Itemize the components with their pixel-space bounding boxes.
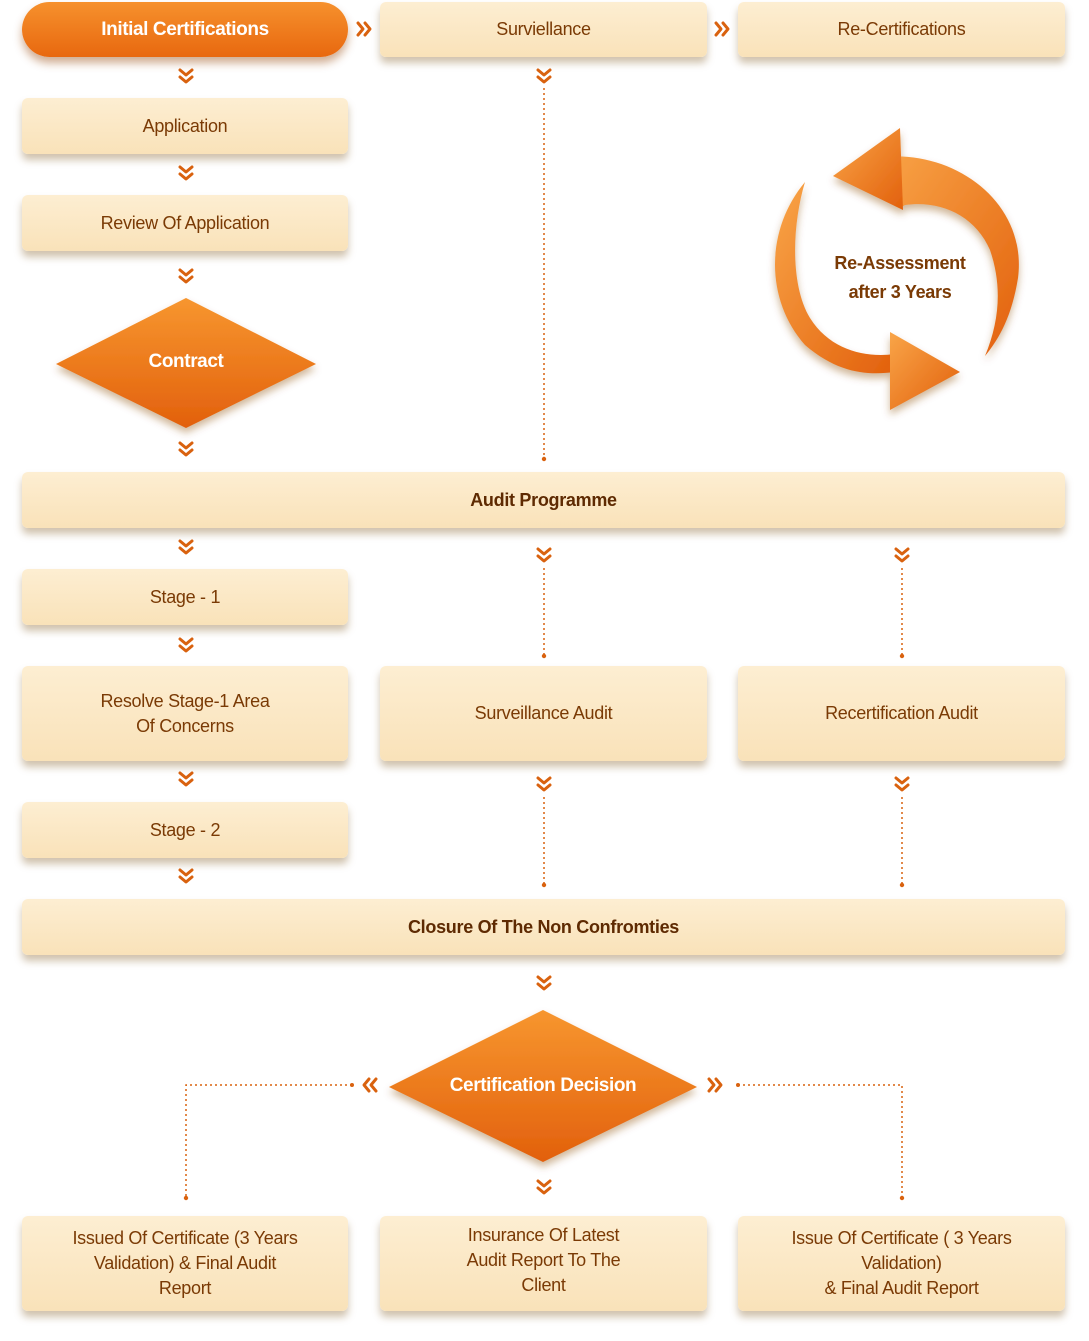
audit-programme-bar: Audit Programme [22,472,1065,528]
recertifications-header: Re-Certifications [738,2,1065,57]
outcome-left-line2: Validation) & Final Audit [93,1253,277,1273]
outcome-middle-line3: Client [521,1275,566,1295]
recertification-audit-step: Recertification Audit [738,666,1065,761]
outcome-left-line1: Issued Of Certificate (3 Years [72,1228,298,1248]
outcome-right-line3: & Final Audit Report [824,1278,979,1298]
application-label: Application [142,115,228,136]
decision-diamond-shape [389,1010,697,1162]
review-label: Review Of Application [100,212,270,233]
surveillance-audit-step: Surveillance Audit [380,666,707,761]
surveillance-header-label: Surviellance [496,19,591,39]
outcome-middle-line1: Insurance Of Latest [467,1225,620,1245]
closure-bar: Closure Of The Non Confromties [22,899,1065,955]
resolve-line2: Of Concerns [136,715,234,736]
outcome-issued-certificate: Issued Of Certificate (3 Years Validatio… [22,1216,348,1311]
stage-2-step: Stage - 2 [22,802,348,858]
recertification-audit-label: Recertification Audit [825,703,978,723]
contract-label: Contract [148,351,224,372]
recertifications-header-label: Re-Certifications [837,19,966,39]
resolve-stage-1-step: Resolve Stage-1 Area Of Concerns [22,666,348,761]
closure-label: Closure Of The Non Confromties [407,916,679,937]
cycle-arrows-icon [775,128,1019,410]
dot-ends [183,456,905,1201]
reassessment-line1: Re-Assessment [834,253,966,273]
stage-1-label: Stage - 1 [149,586,221,607]
outcome-middle-line2: Audit Report To The [466,1250,621,1270]
resolve-line1: Resolve Stage-1 Area [100,690,270,711]
stage-1-step: Stage - 1 [22,569,348,625]
audit-programme-label: Audit Programme [470,489,617,510]
reassessment-label: Re-Assessment after 3 Years [800,249,1000,307]
certification-decision-label: Certification Decision [449,1075,637,1096]
surveillance-header: Surviellance [380,2,707,57]
surveillance-audit-label: Surveillance Audit [474,703,613,723]
initial-certifications-header: Initial Certifications [22,2,348,57]
outcome-left-line3: Report [158,1278,212,1298]
outcome-right-line2: Validation) [861,1253,942,1273]
review-of-application-step: Review Of Application [22,195,348,251]
outcome-issue-certificate: Issue Of Certificate ( 3 Years Validatio… [738,1216,1065,1311]
stage-2-label: Stage - 2 [149,819,221,840]
reassessment-line2: after 3 Years [848,282,952,302]
outcome-right-line1: Issue Of Certificate ( 3 Years [791,1228,1012,1248]
dotted-lines [185,88,903,1197]
outcome-insurance-report: Insurance Of Latest Audit Report To The … [380,1216,707,1311]
application-step: Application [22,98,348,154]
contract-diamond-shape [56,298,316,428]
